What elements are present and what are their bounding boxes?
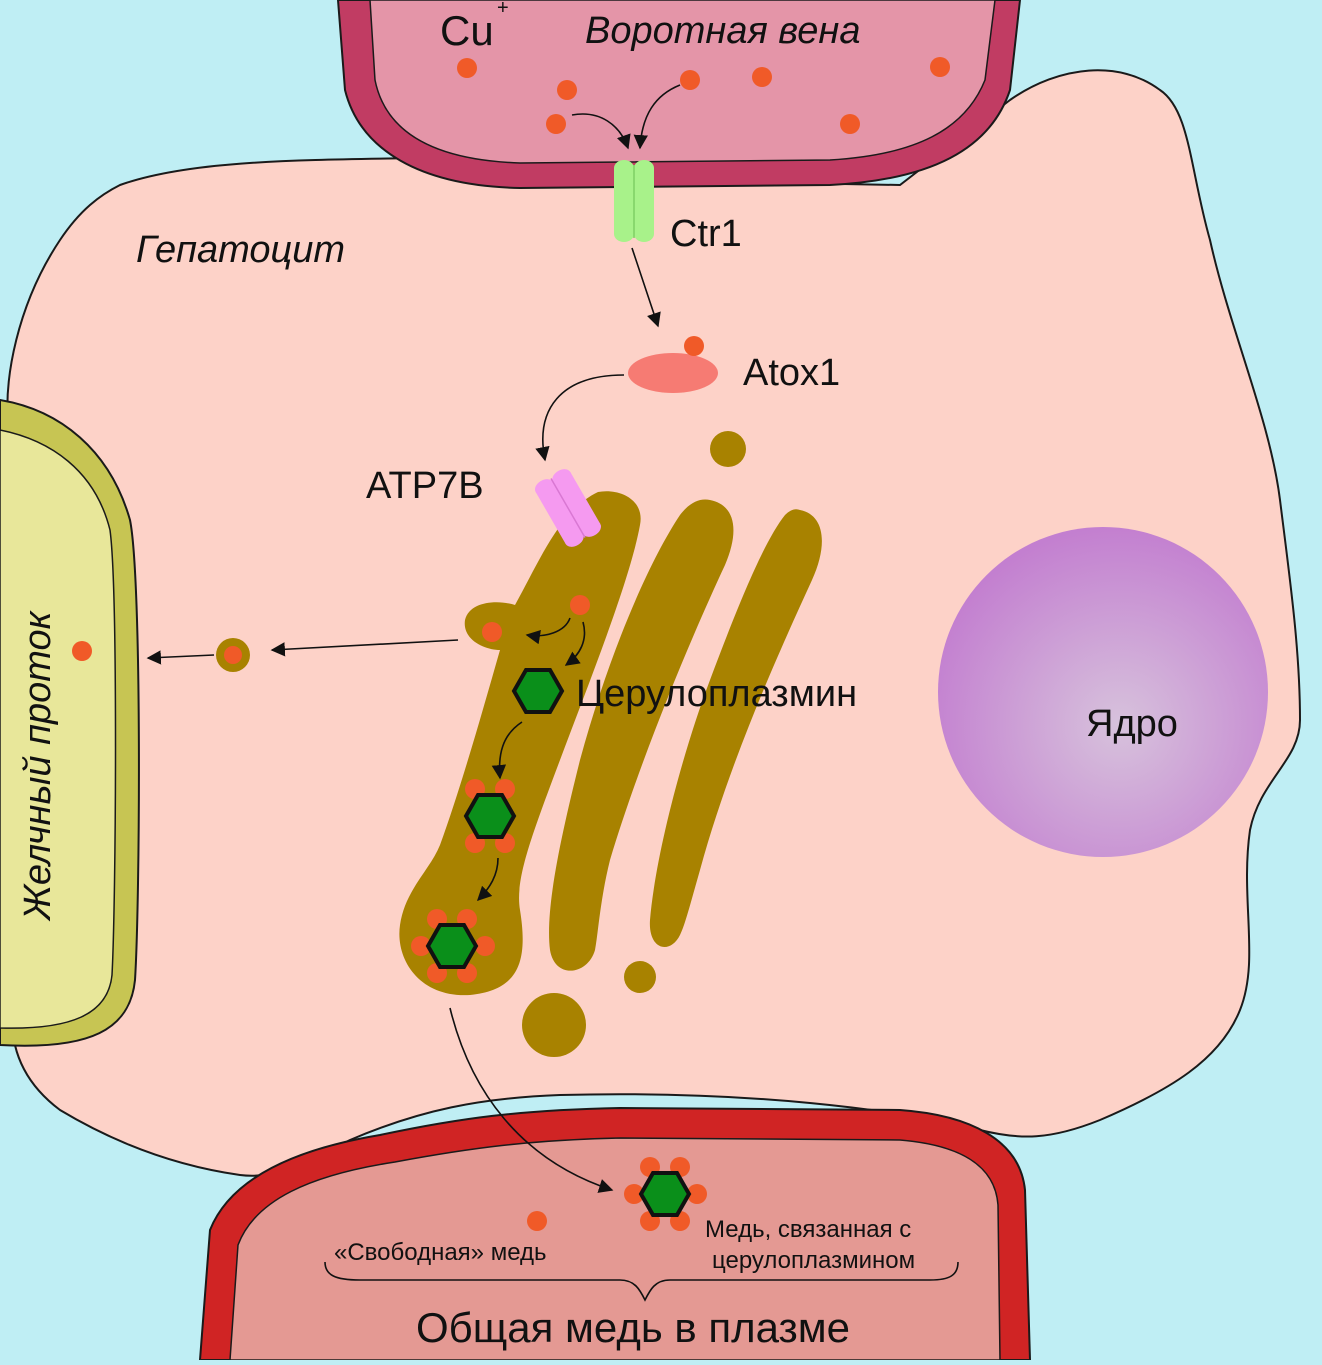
golgi-cisterna-3 <box>649 509 822 947</box>
arrow-uptake-1 <box>571 113 631 150</box>
copper-ion <box>930 57 950 77</box>
ctr1-label: Ctr1 <box>670 213 742 255</box>
copper-ion <box>546 114 566 134</box>
arrow-secretory-to-bile <box>146 650 215 665</box>
bile-duct-lumen <box>0 429 117 1029</box>
nucleus-label: Ядро <box>1086 703 1178 745</box>
arrow-loading-1 <box>491 721 523 780</box>
ceruloplasmin-complex <box>463 779 517 853</box>
bile-duct-label: Желчный проток <box>17 609 59 922</box>
plasma-vessel-lumen <box>229 1137 1001 1361</box>
golgi-vesicle <box>710 431 746 467</box>
total-copper-brace <box>324 1261 959 1302</box>
golgi-cisterna-1 <box>399 491 641 996</box>
total-plasma-copper-label: Общая медь в плазме <box>416 1304 850 1351</box>
copper-ion <box>684 336 704 356</box>
atp7b-transporter <box>534 469 602 547</box>
golgi-cisterna-2 <box>549 499 734 971</box>
arrow-uptake-2 <box>633 84 681 150</box>
copper-ion <box>527 1211 547 1231</box>
free-copper-label: «Свободная» медь <box>334 1239 547 1266</box>
golgi-vesicle <box>624 961 656 993</box>
nucleus <box>938 527 1268 857</box>
atox1-protein <box>628 353 718 393</box>
hepatocyte-label: Гепатоцит <box>136 229 345 271</box>
bound-copper-label-line1: Медь, связанная с <box>705 1216 911 1243</box>
copper-ion <box>457 58 477 78</box>
copper-ions <box>72 57 950 1231</box>
bile-duct <box>0 398 140 1047</box>
arrows <box>146 84 681 1193</box>
ctr1-transporter <box>614 160 654 242</box>
ceruloplasmin-complex <box>411 909 495 983</box>
copper-charge-label: + <box>497 0 509 19</box>
atp7b-label: ATP7B <box>366 465 484 507</box>
bound-copper-label-line2: церулоплазмином <box>712 1247 915 1274</box>
arrow-vesicle-to-secretory <box>270 639 459 657</box>
arrow-atox1-to-atp7b <box>535 374 625 462</box>
copper-ion <box>72 641 92 661</box>
arrow-to-vesicle <box>525 617 571 645</box>
golgi-vesicle <box>522 993 586 1057</box>
arrow-loading-2 <box>476 857 499 902</box>
golgi-apparatus <box>216 431 822 1057</box>
copper-ion <box>752 67 772 87</box>
arrow-to-ceruloplasmin <box>564 621 586 666</box>
ceruloplasmin-label: Церулоплазмин <box>576 673 857 715</box>
copper-ion <box>557 80 577 100</box>
copper-ion <box>840 114 860 134</box>
copper-ion <box>224 646 242 664</box>
portal-vein-label: Воротная вена <box>585 10 860 52</box>
copper-ion <box>570 595 590 615</box>
ceruloplasmin-complex-plasma <box>624 1157 707 1231</box>
copper-ion <box>482 622 502 642</box>
ceruloplasmin-free <box>511 668 565 714</box>
atox1-label: Atox1 <box>743 352 840 394</box>
copper-ion <box>680 70 700 90</box>
plasma-vessel <box>198 1106 1032 1361</box>
copper-ion-label: Cu <box>440 7 494 54</box>
arrow-secretion-to-plasma <box>449 1007 614 1193</box>
arrow-ctr1-to-atox1 <box>631 247 661 328</box>
